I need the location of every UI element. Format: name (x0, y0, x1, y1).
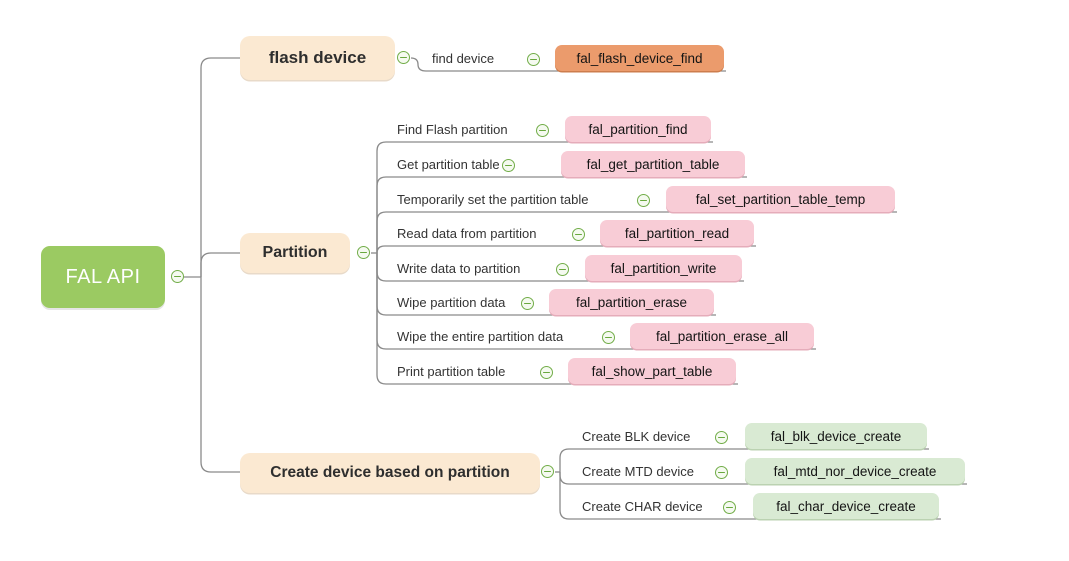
connector-line (376, 176, 747, 253)
api-node[interactable]: fal_blk_device_create (745, 423, 927, 449)
api-node[interactable]: fal_mtd_nor_device_create (745, 458, 965, 484)
api-node[interactable]: fal_show_part_table (568, 358, 736, 384)
leaf-label[interactable]: Get partition table (397, 157, 500, 172)
collapse-icon[interactable] (502, 159, 515, 172)
connector-line (376, 211, 897, 253)
leaf-label[interactable]: Print partition table (397, 364, 506, 379)
collapse-icon[interactable] (572, 228, 585, 241)
collapse-icon[interactable] (556, 263, 569, 276)
leaf-label[interactable]: Write data to partition (397, 261, 521, 276)
branch-node-create-device[interactable]: Create device based on partition (240, 453, 540, 493)
collapse-icon[interactable] (602, 331, 615, 344)
collapse-icon[interactable] (715, 466, 728, 479)
api-node[interactable]: fal_partition_read (600, 220, 754, 246)
leaf-label[interactable]: Wipe the entire partition data (397, 329, 564, 344)
leaf-label-find-device[interactable]: find device (432, 51, 495, 66)
branch-node-partition[interactable]: Partition (240, 233, 350, 273)
collapse-icon[interactable] (521, 297, 534, 310)
collapse-icon[interactable] (171, 270, 184, 283)
api-node[interactable]: fal_char_device_create (753, 493, 939, 519)
collapse-icon[interactable] (715, 431, 728, 444)
connector-line (376, 253, 738, 385)
leaf-label[interactable]: Create BLK device (582, 429, 691, 444)
collapse-icon[interactable] (540, 366, 553, 379)
connector-line (376, 245, 756, 254)
leaf-label[interactable]: Find Flash partition (397, 122, 508, 137)
api-node[interactable]: fal_partition_write (585, 255, 742, 281)
collapse-icon[interactable] (637, 194, 650, 207)
leaf-label[interactable]: Temporarily set the partition table (397, 192, 589, 207)
collapse-icon[interactable] (536, 124, 549, 137)
leaf-label[interactable]: Read data from partition (397, 226, 537, 241)
connector-line (200, 57, 240, 277)
connector-line (559, 472, 941, 520)
connector-line (376, 141, 713, 253)
collapse-icon[interactable] (397, 51, 410, 64)
leaf-label[interactable]: Create MTD device (582, 464, 694, 479)
root-node-fal-api[interactable]: FAL API (41, 246, 165, 308)
connector-line (410, 57, 726, 72)
branch-node-flash-device[interactable]: flash device (240, 36, 395, 80)
leaf-label[interactable]: Wipe partition data (397, 295, 506, 310)
connector-line (200, 252, 240, 277)
api-node[interactable]: fal_set_partition_table_temp (666, 186, 895, 212)
api-node[interactable]: fal_partition_erase_all (630, 323, 814, 349)
api-node[interactable]: fal_get_partition_table (561, 151, 745, 177)
leaf-label[interactable]: Create CHAR device (582, 499, 703, 514)
api-node[interactable]: fal_flash_device_find (555, 45, 724, 71)
connector-line (559, 448, 929, 472)
collapse-icon[interactable] (723, 501, 736, 514)
connector-line (200, 277, 240, 473)
api-node[interactable]: fal_partition_erase (549, 289, 714, 315)
collapse-icon[interactable] (541, 465, 554, 478)
collapse-icon[interactable] (527, 53, 540, 66)
collapse-icon[interactable] (357, 246, 370, 259)
api-node[interactable]: fal_partition_find (565, 116, 711, 142)
